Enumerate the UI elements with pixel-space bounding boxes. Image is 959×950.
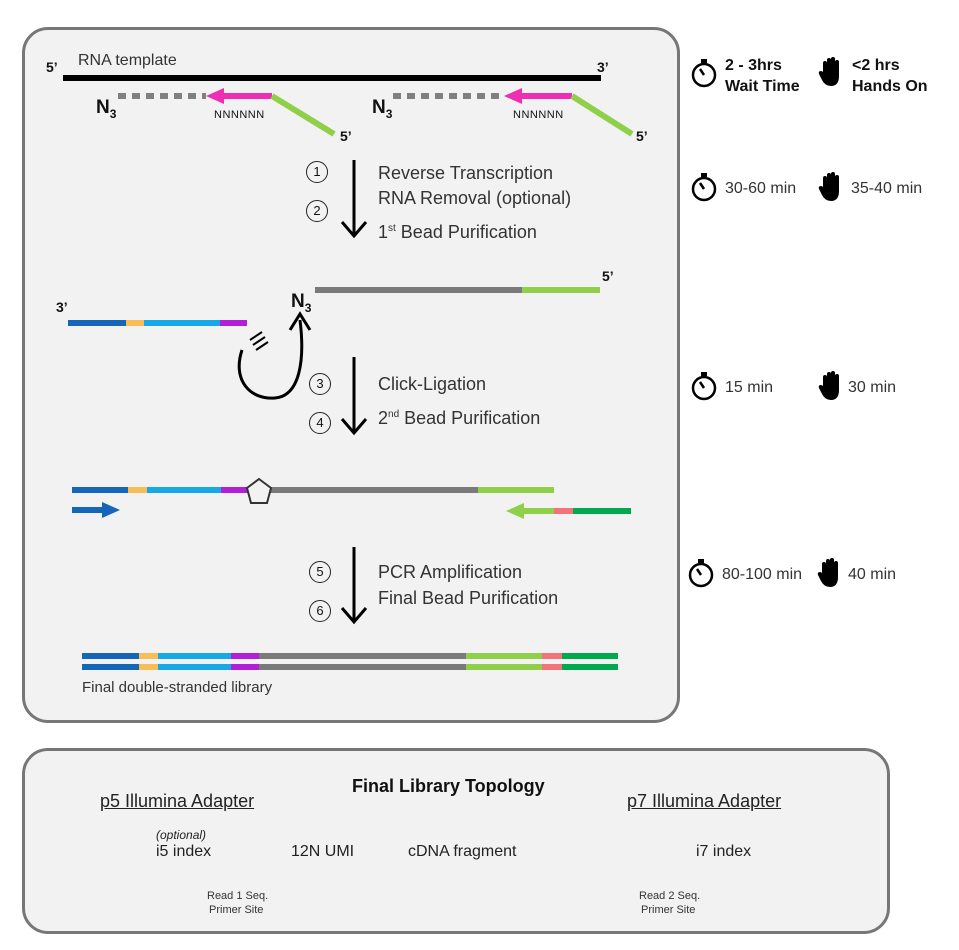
step-first-bead-purification: 1st Bead Purification <box>378 222 537 242</box>
p5-adapter-label: p5 Illumina Adapter <box>100 791 255 811</box>
hand-icon <box>818 57 839 86</box>
row2-hands-on: 30 min <box>848 379 897 396</box>
template-5prime-label: 5’ <box>46 59 58 75</box>
alkyne-symbol <box>249 331 269 351</box>
hand-icon <box>818 172 839 201</box>
stopwatch-icon <box>691 173 717 202</box>
step-4-badge: 4 <box>309 412 331 434</box>
stopwatch-icon <box>688 559 714 588</box>
step-6-badge: 6 <box>309 600 331 622</box>
step-rna-removal: RNA Removal (optional) <box>378 188 572 208</box>
primer1-n3-label: N3 <box>96 97 117 121</box>
read1-primer-label-line2: Primer Site <box>209 904 264 916</box>
workflow-panel <box>22 27 680 723</box>
header-wait-label: Wait Time <box>725 78 800 95</box>
step-2-badge: 2 <box>306 200 328 222</box>
template-3prime-label: 3’ <box>597 59 609 75</box>
topology-title: Final Library Topology <box>352 776 545 796</box>
primer1-arrowhead <box>206 88 224 104</box>
read2-primer-label-line2: Primer Site <box>641 904 696 916</box>
stopwatch-icon <box>691 372 717 401</box>
row3-wait-time: 80-100 min <box>722 566 803 583</box>
step-5-badge: 5 <box>309 561 331 583</box>
header-wait-value: 2 - 3hrs <box>725 57 782 74</box>
row1-hands-on: 35-40 min <box>851 180 923 197</box>
step-final-bead-purification: Final Bead Purification <box>378 588 559 608</box>
click-ligation-curve-arrow <box>237 319 304 400</box>
hand-icon <box>818 371 839 400</box>
primer2-arrowhead <box>504 88 522 104</box>
cdna-n3-label: N3 <box>291 291 312 315</box>
rna-template-label: RNA template <box>78 52 177 69</box>
triazole-pentagon-icon <box>245 477 273 504</box>
p7-adapter-label: p7 Illumina Adapter <box>627 791 782 811</box>
rna-template-strand <box>63 75 601 81</box>
step-pcr-amplification: PCR Amplification <box>378 562 523 582</box>
row1-wait-time: 30-60 min <box>725 180 797 197</box>
read1-primer-label-line1: Read 1 Seq. <box>207 890 269 902</box>
read2-primer-label-line1: Read 2 Seq. <box>639 890 701 902</box>
step-click-ligation: Click-Ligation <box>378 374 487 394</box>
topology-panel <box>22 748 890 934</box>
step-second-bead-purification: 2nd Bead Purification <box>378 408 541 428</box>
primer2-random-hexamer: NNNNNN <box>513 109 564 121</box>
final-library-label: Final double-stranded library <box>82 679 273 696</box>
adapter-oligo-3prime-label: 3’ <box>56 299 68 315</box>
stopwatch-icon <box>691 59 717 88</box>
primer2-5prime-label: 5’ <box>636 128 648 144</box>
primer1-adapter-tail <box>270 93 336 137</box>
cdna-fragment-label: cDNA fragment <box>408 843 517 860</box>
optional-label: (optional) <box>156 828 207 842</box>
cdna-5prime-label: 5’ <box>602 268 614 284</box>
header-hands-label: Hands On <box>852 78 928 95</box>
primer2-adapter-tail <box>570 93 634 137</box>
hand-icon <box>817 558 838 587</box>
i7-index-label: i7 index <box>696 843 752 860</box>
row3-hands-on: 40 min <box>848 566 897 583</box>
primer1-random-hexamer: NNNNNN <box>214 109 265 121</box>
umi-label: 12N UMI <box>291 843 355 860</box>
row2-wait-time: 15 min <box>725 379 774 396</box>
step-3-badge: 3 <box>309 373 331 395</box>
step-1-badge: 1 <box>306 161 328 183</box>
step-reverse-transcription: Reverse Transcription <box>378 163 554 183</box>
primer1-5prime-label: 5’ <box>340 128 352 144</box>
primer2-n3-label: N3 <box>372 97 393 121</box>
header-hands-value: <2 hrs <box>852 57 900 74</box>
reverse-primer-arrowhead <box>506 503 524 519</box>
i5-index-label: i5 index <box>156 843 212 860</box>
